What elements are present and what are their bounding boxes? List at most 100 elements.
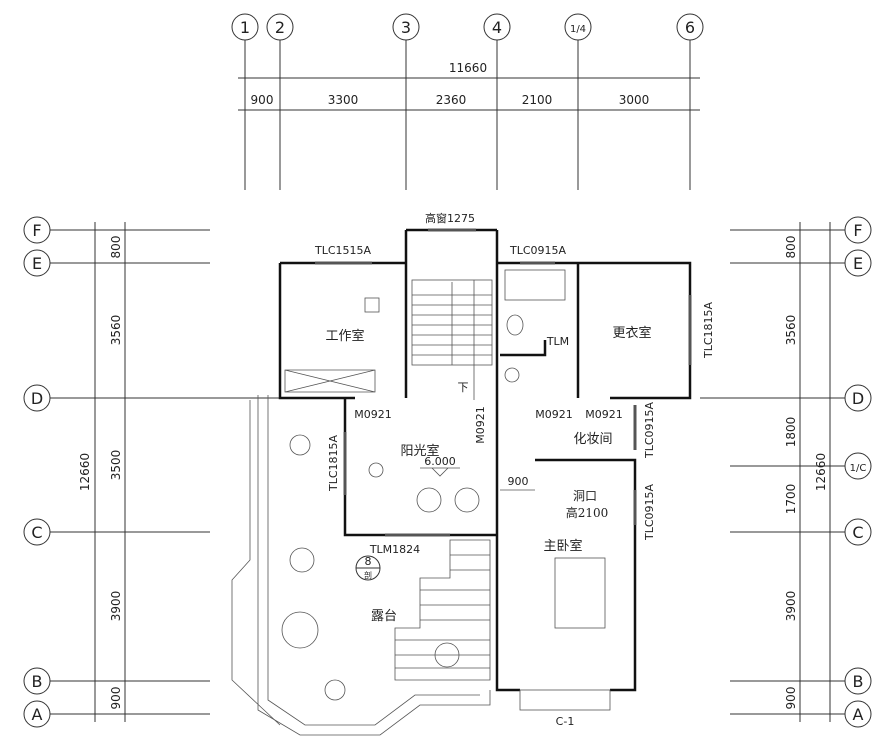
staircase [411,279,493,400]
plan-line [267,395,480,726]
table-icon [281,611,319,649]
plant-icon [454,487,480,513]
axis-bubble-6: 6 [676,13,704,41]
plan-label: 3560 [784,315,798,346]
plan-line [23,667,51,695]
room-study: 工作室 [325,328,364,344]
plan-label: TLC1815A [702,302,715,360]
plan-label: 下 [458,381,469,394]
plan-line [23,384,51,412]
plan-label: M0921 [535,408,573,421]
plan-line [844,700,872,728]
plan-line [844,518,872,546]
plan-line [23,249,51,277]
plan-label: E [853,254,863,273]
axis-bubble-D-left: D [23,384,51,412]
plan-line [394,539,491,681]
plan-line [284,369,376,393]
chair-icon [364,297,380,313]
plan-label: 3900 [109,591,123,622]
axis-bubble-E-right: E [844,249,872,277]
plan-line [483,13,511,41]
bed-icon [554,557,606,629]
plan-label: 3 [401,18,411,37]
plan-label: C [852,523,863,542]
plan-label: B [853,672,864,691]
plan-label: 1/C [850,463,867,474]
plan-label: TLC1815A [327,435,340,493]
plan-line [231,400,281,726]
annotations: 高窗1275 TLC1515A TLC0915A TLC1815A TLM M0… [314,211,715,728]
plan-label: TLC0915A [643,484,656,542]
plan-label: M0921 [474,406,487,444]
axis-bubble-1-4: 1/4 [564,13,592,41]
plan-line [844,452,872,480]
plan-label: E [32,254,42,273]
plan-label: 8 [365,555,372,568]
plan-label: 1/4 [570,24,586,35]
plan-line [420,467,460,477]
plan-label: 2 [275,18,285,37]
plan-line [500,340,547,357]
plan-label: 6 [685,18,695,37]
plan-line [23,518,51,546]
plan-label: 3300 [328,93,359,107]
room-dressing: 更衣室 [612,325,651,341]
plan-label: 高2100 [566,505,609,520]
top-axis-grid: 1 2 3 4 1/4 6 11660 900 3300 2360 2100 3… [231,13,704,190]
plan-line [497,261,692,400]
plan-line [676,13,704,41]
plan-line [519,689,611,711]
plan-label: 3000 [619,93,650,107]
deck-hatching [394,539,491,681]
plan-label: 高窗1275 [425,211,475,225]
plan-label: 800 [784,236,798,259]
plan-label: TLC0915A [643,402,656,460]
dim-total-top: 11660 [449,61,487,75]
room-sunroom: 阳光室 [400,443,439,459]
axis-bubble-F-right: F [844,216,872,244]
plan-line [564,13,592,41]
plan-label: 3900 [784,591,798,622]
plan-label: 900 [109,687,123,710]
plan-line [844,384,872,412]
axis-bubble-2: 2 [266,13,294,41]
room-labels: 工作室 更衣室 阳光室 化妆间 主卧室 露台 [325,325,651,624]
tree-icon [434,642,460,668]
axis-bubble-B-right: B [844,667,872,695]
axis-bubble-B-left: B [23,667,51,695]
axis-bubble-A-right: A [844,700,872,728]
plan-label: 1 [240,18,250,37]
axis-bubble-3: 3 [392,13,420,41]
sink-icon [504,367,520,383]
side-axis-grid: F E D C B A F E D 1/C C B A 12660 800 35… [23,216,872,728]
plan-label: C-1 [556,715,575,728]
plan-label: M0921 [585,408,623,421]
plan-label: TLC0915A [509,244,567,257]
plan-line [231,13,259,41]
shrub-icon [324,679,346,701]
plan-label: TLC1515A [314,244,372,257]
plan-label: 900 [784,687,798,710]
axis-bubble-1: 1 [231,13,259,41]
windows [315,228,692,537]
plan-label: TLM [546,335,569,348]
plan-line [844,216,872,244]
plan-line [266,13,294,41]
plan-label: 3500 [109,450,123,481]
axis-bubble-A-left: A [23,700,51,728]
plan-label: 剖 [364,570,372,580]
plan-label: B [32,672,43,691]
plan-label: A [32,705,43,724]
axis-bubble-C-right: C [844,518,872,546]
axis-bubble-C-left: C [23,518,51,546]
plan-label: 4 [492,18,502,37]
plan-line [844,667,872,695]
plan-label: D [852,389,864,408]
walls [231,228,692,736]
plan-label: 3560 [109,315,123,346]
bathtub-icon [504,269,566,301]
plan-label: 1700 [784,484,798,515]
toilet-icon [506,314,524,336]
